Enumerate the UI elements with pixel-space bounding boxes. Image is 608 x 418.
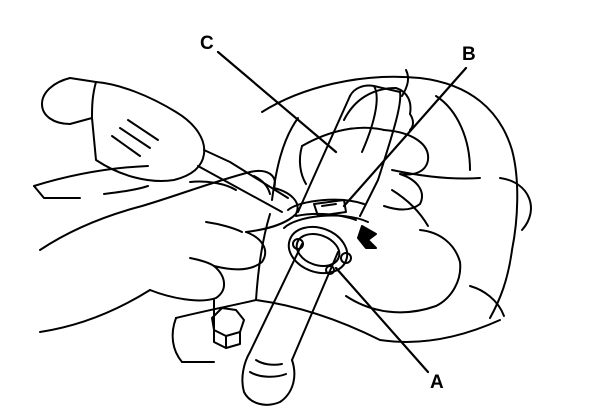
driveshaft — [241, 84, 402, 406]
leader-c — [216, 50, 338, 154]
left-hand — [39, 170, 299, 333]
left-panel — [33, 165, 149, 199]
boot-assembly — [283, 198, 377, 275]
right-hand — [298, 69, 430, 211]
screwdriver — [41, 77, 289, 213]
callout-label-a: A — [430, 372, 444, 393]
bolt-head — [211, 307, 245, 349]
leader-a — [334, 266, 430, 374]
housing-outline — [171, 75, 532, 363]
leader-lines — [216, 50, 468, 374]
callout-label-c: C — [200, 33, 214, 54]
callout-label-b: B — [462, 44, 476, 65]
leader-b — [342, 66, 468, 208]
